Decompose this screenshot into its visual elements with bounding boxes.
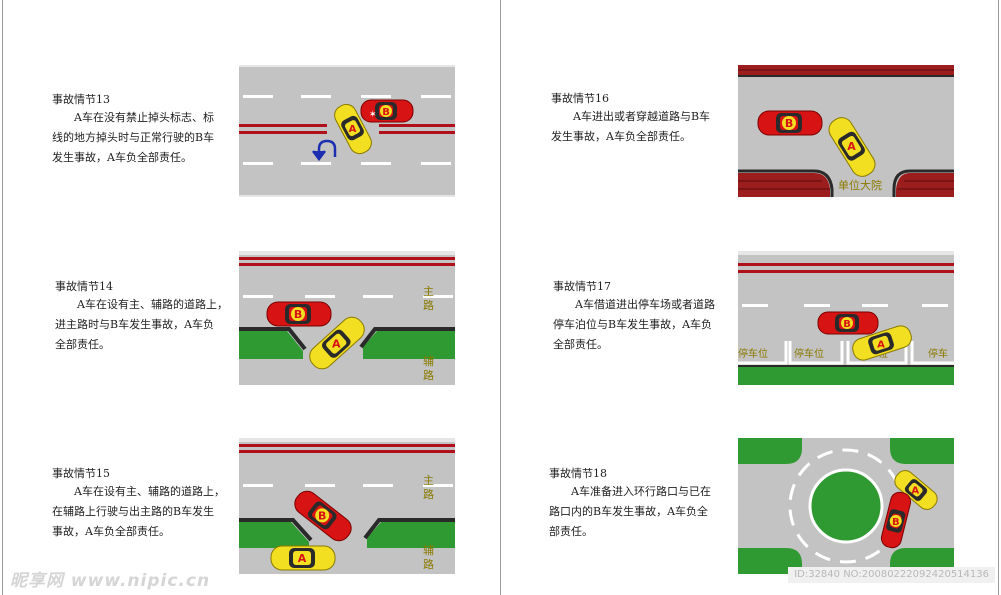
section-13-text: A车在没有禁止掉头标志、标 线的地方掉头时与正常行驶的B车 发生事故，A车负全部… <box>52 111 215 164</box>
section-17-title: 事故情节17 <box>553 280 611 293</box>
left-page-edge <box>2 0 3 595</box>
svg-text:B: B <box>785 117 793 130</box>
car-b-icon: B <box>360 99 414 123</box>
site-watermark: 昵享网 www.nipic.cn <box>10 571 211 591</box>
svg-text:B: B <box>892 517 900 528</box>
svg-text:A: A <box>877 339 885 350</box>
svg-text:A: A <box>911 485 919 496</box>
car-b-icon: B <box>880 491 912 549</box>
svg-text:B: B <box>294 308 302 321</box>
section-18-text: A车准备进入环行路口与已在 路口内的B车发生事故，A车负全 部责任。 <box>549 485 711 538</box>
section-14-diagram: 主 路 辅 路 B A <box>239 251 455 385</box>
svg-text:辅: 辅 <box>423 543 434 557</box>
svg-text:A: A <box>847 140 856 153</box>
svg-text:停车位: 停车位 <box>794 347 824 360</box>
page-fold <box>500 0 501 595</box>
svg-text:A: A <box>349 124 357 135</box>
svg-text:B: B <box>382 107 390 118</box>
section-16-title: 事故情节16 <box>551 92 609 105</box>
svg-text:路: 路 <box>423 369 434 382</box>
section-14-text: A车在设有主、辅路的道路上， 进主路时与B车发生事故，A车负 全部责任。 <box>55 298 228 351</box>
svg-text:路: 路 <box>423 299 434 312</box>
section-16-diagram: 单位大院 B A <box>738 65 954 197</box>
svg-text:B: B <box>843 319 851 330</box>
car-a-icon: A <box>894 470 938 510</box>
svg-text:单位大院: 单位大院 <box>838 178 882 192</box>
svg-text:辅: 辅 <box>423 354 434 368</box>
car-b-icon: B <box>757 110 823 136</box>
svg-text:✶: ✶ <box>369 110 377 120</box>
svg-text:主: 主 <box>423 474 434 487</box>
svg-text:A: A <box>298 552 307 565</box>
car-a-icon: A <box>309 316 365 370</box>
car-b-icon: B <box>266 301 332 327</box>
svg-text:路: 路 <box>423 488 434 501</box>
svg-text:主: 主 <box>423 285 434 298</box>
section-15-diagram: 主 路 辅 路 B A <box>239 438 455 574</box>
section-17-diagram: 停车位 停车位 停车位 停车 B A <box>738 251 954 385</box>
section-15-text: A车在设有主、辅路的道路上， 在辅路上行驶与出主路的B车发生 事故，A车负全部责… <box>52 485 225 538</box>
svg-text:停车位: 停车位 <box>738 347 768 360</box>
section-14-title: 事故情节14 <box>55 280 113 293</box>
car-a-icon: A <box>852 325 912 361</box>
car-a-icon: A <box>334 103 372 155</box>
section-15-title: 事故情节15 <box>52 467 110 480</box>
section-16-text: A车进出或者穿越道路与B车 发生事故，A车负全部责任。 <box>551 110 711 143</box>
svg-text:停车: 停车 <box>928 347 948 360</box>
section-13-title: 事故情节13 <box>52 93 110 106</box>
svg-text:A: A <box>332 338 341 351</box>
section-18-diagram: A B <box>738 438 954 574</box>
section-18-title: 事故情节18 <box>549 467 607 480</box>
svg-text:路: 路 <box>423 558 434 571</box>
car-a-icon: A <box>828 117 876 177</box>
section-13-diagram: B A ✶ <box>239 65 455 197</box>
u-turn-arrow-icon <box>312 139 337 162</box>
image-id-bar: ID:32840 NO:20080222092420514136 <box>788 567 995 583</box>
car-a-icon: A <box>270 545 336 571</box>
svg-text:B: B <box>318 509 326 522</box>
car-b-icon: B <box>294 490 352 542</box>
right-page-edge <box>998 0 999 595</box>
section-17-text: A车借道进出停车场或者道路 停车泊位与B车发生事故，A车负 全部责任。 <box>553 298 715 351</box>
car-b-icon: B <box>817 311 879 335</box>
